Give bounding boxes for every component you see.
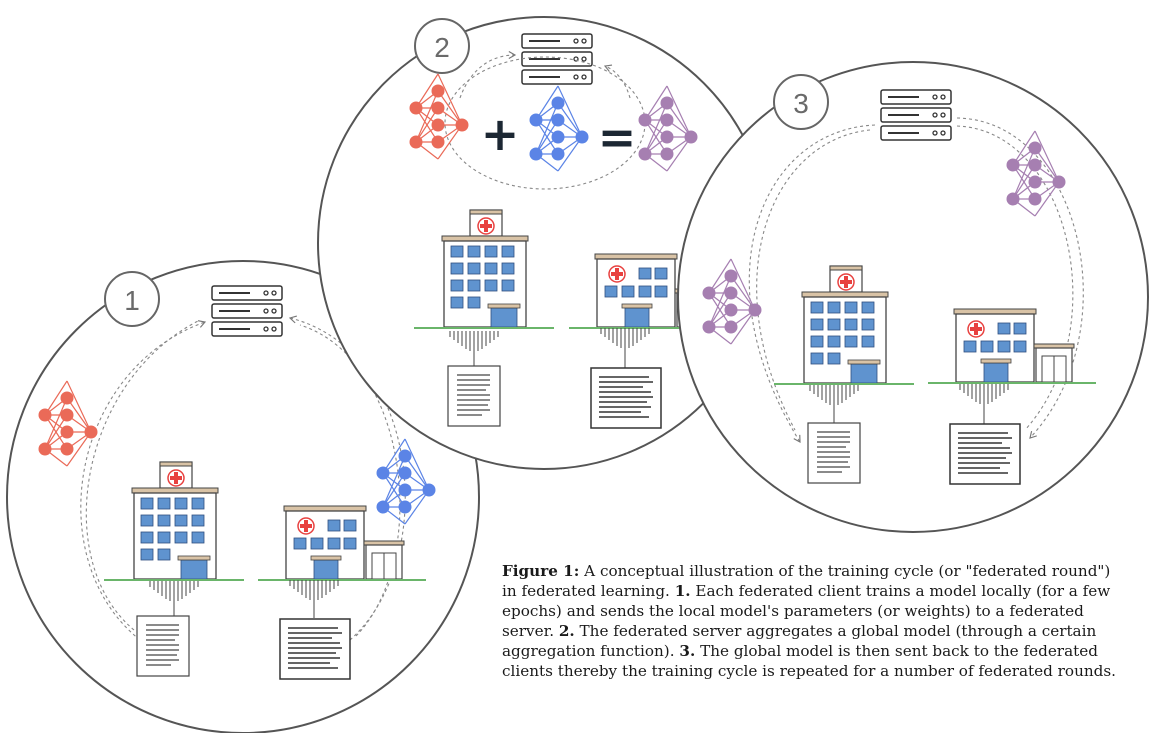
svg-text:1: 1 <box>124 285 140 316</box>
figure-label: Figure 1: <box>502 562 580 580</box>
document-icon <box>279 618 351 680</box>
document-icon <box>807 422 861 484</box>
step-badge-2: 2 <box>414 18 470 74</box>
caption-step3-number: 3. <box>679 642 696 660</box>
svg-text:3: 3 <box>793 88 809 119</box>
equals-operator: = <box>598 110 637 164</box>
caption-step3-text: The global model is then sent back to th… <box>502 642 1116 680</box>
plus-operator: + <box>481 107 520 161</box>
document-icon <box>447 365 501 427</box>
server-icon <box>880 89 952 141</box>
caption-step1-text: Each federated client trains a model loc… <box>502 582 1111 640</box>
document-icon <box>590 367 662 429</box>
figure-caption: Figure 1: A conceptual illustration of t… <box>502 561 1122 681</box>
document-icon <box>136 615 190 677</box>
caption-step2-number: 2. <box>558 622 575 640</box>
caption-step1-number: 1. <box>674 582 691 600</box>
server-icon <box>521 33 593 85</box>
caption-intro: A conceptual illustration of the trainin… <box>502 562 1111 600</box>
step-badge-1: 1 <box>104 271 160 327</box>
document-icon <box>949 423 1021 485</box>
svg-text:2: 2 <box>434 32 450 63</box>
server-icon <box>211 285 283 337</box>
step-badge-3: 3 <box>773 74 829 130</box>
caption-step2-text: The federated server aggregates a global… <box>502 622 1097 660</box>
